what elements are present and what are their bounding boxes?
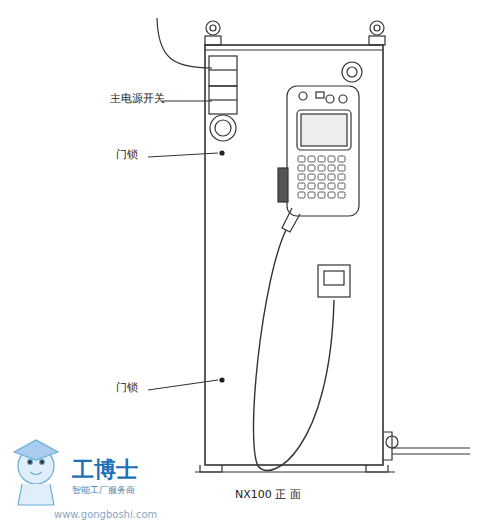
watermark: 工博士 <box>72 458 138 482</box>
part-label: 门锁 <box>116 149 138 161</box>
part-label: 门锁 <box>116 382 138 394</box>
part-label: 主电源开关 <box>110 93 165 105</box>
watermark: 智能工厂服务商 <box>72 486 135 496</box>
watermark: www.gongboshi.com <box>54 509 157 520</box>
caption: NX100 正 面 <box>235 489 301 501</box>
